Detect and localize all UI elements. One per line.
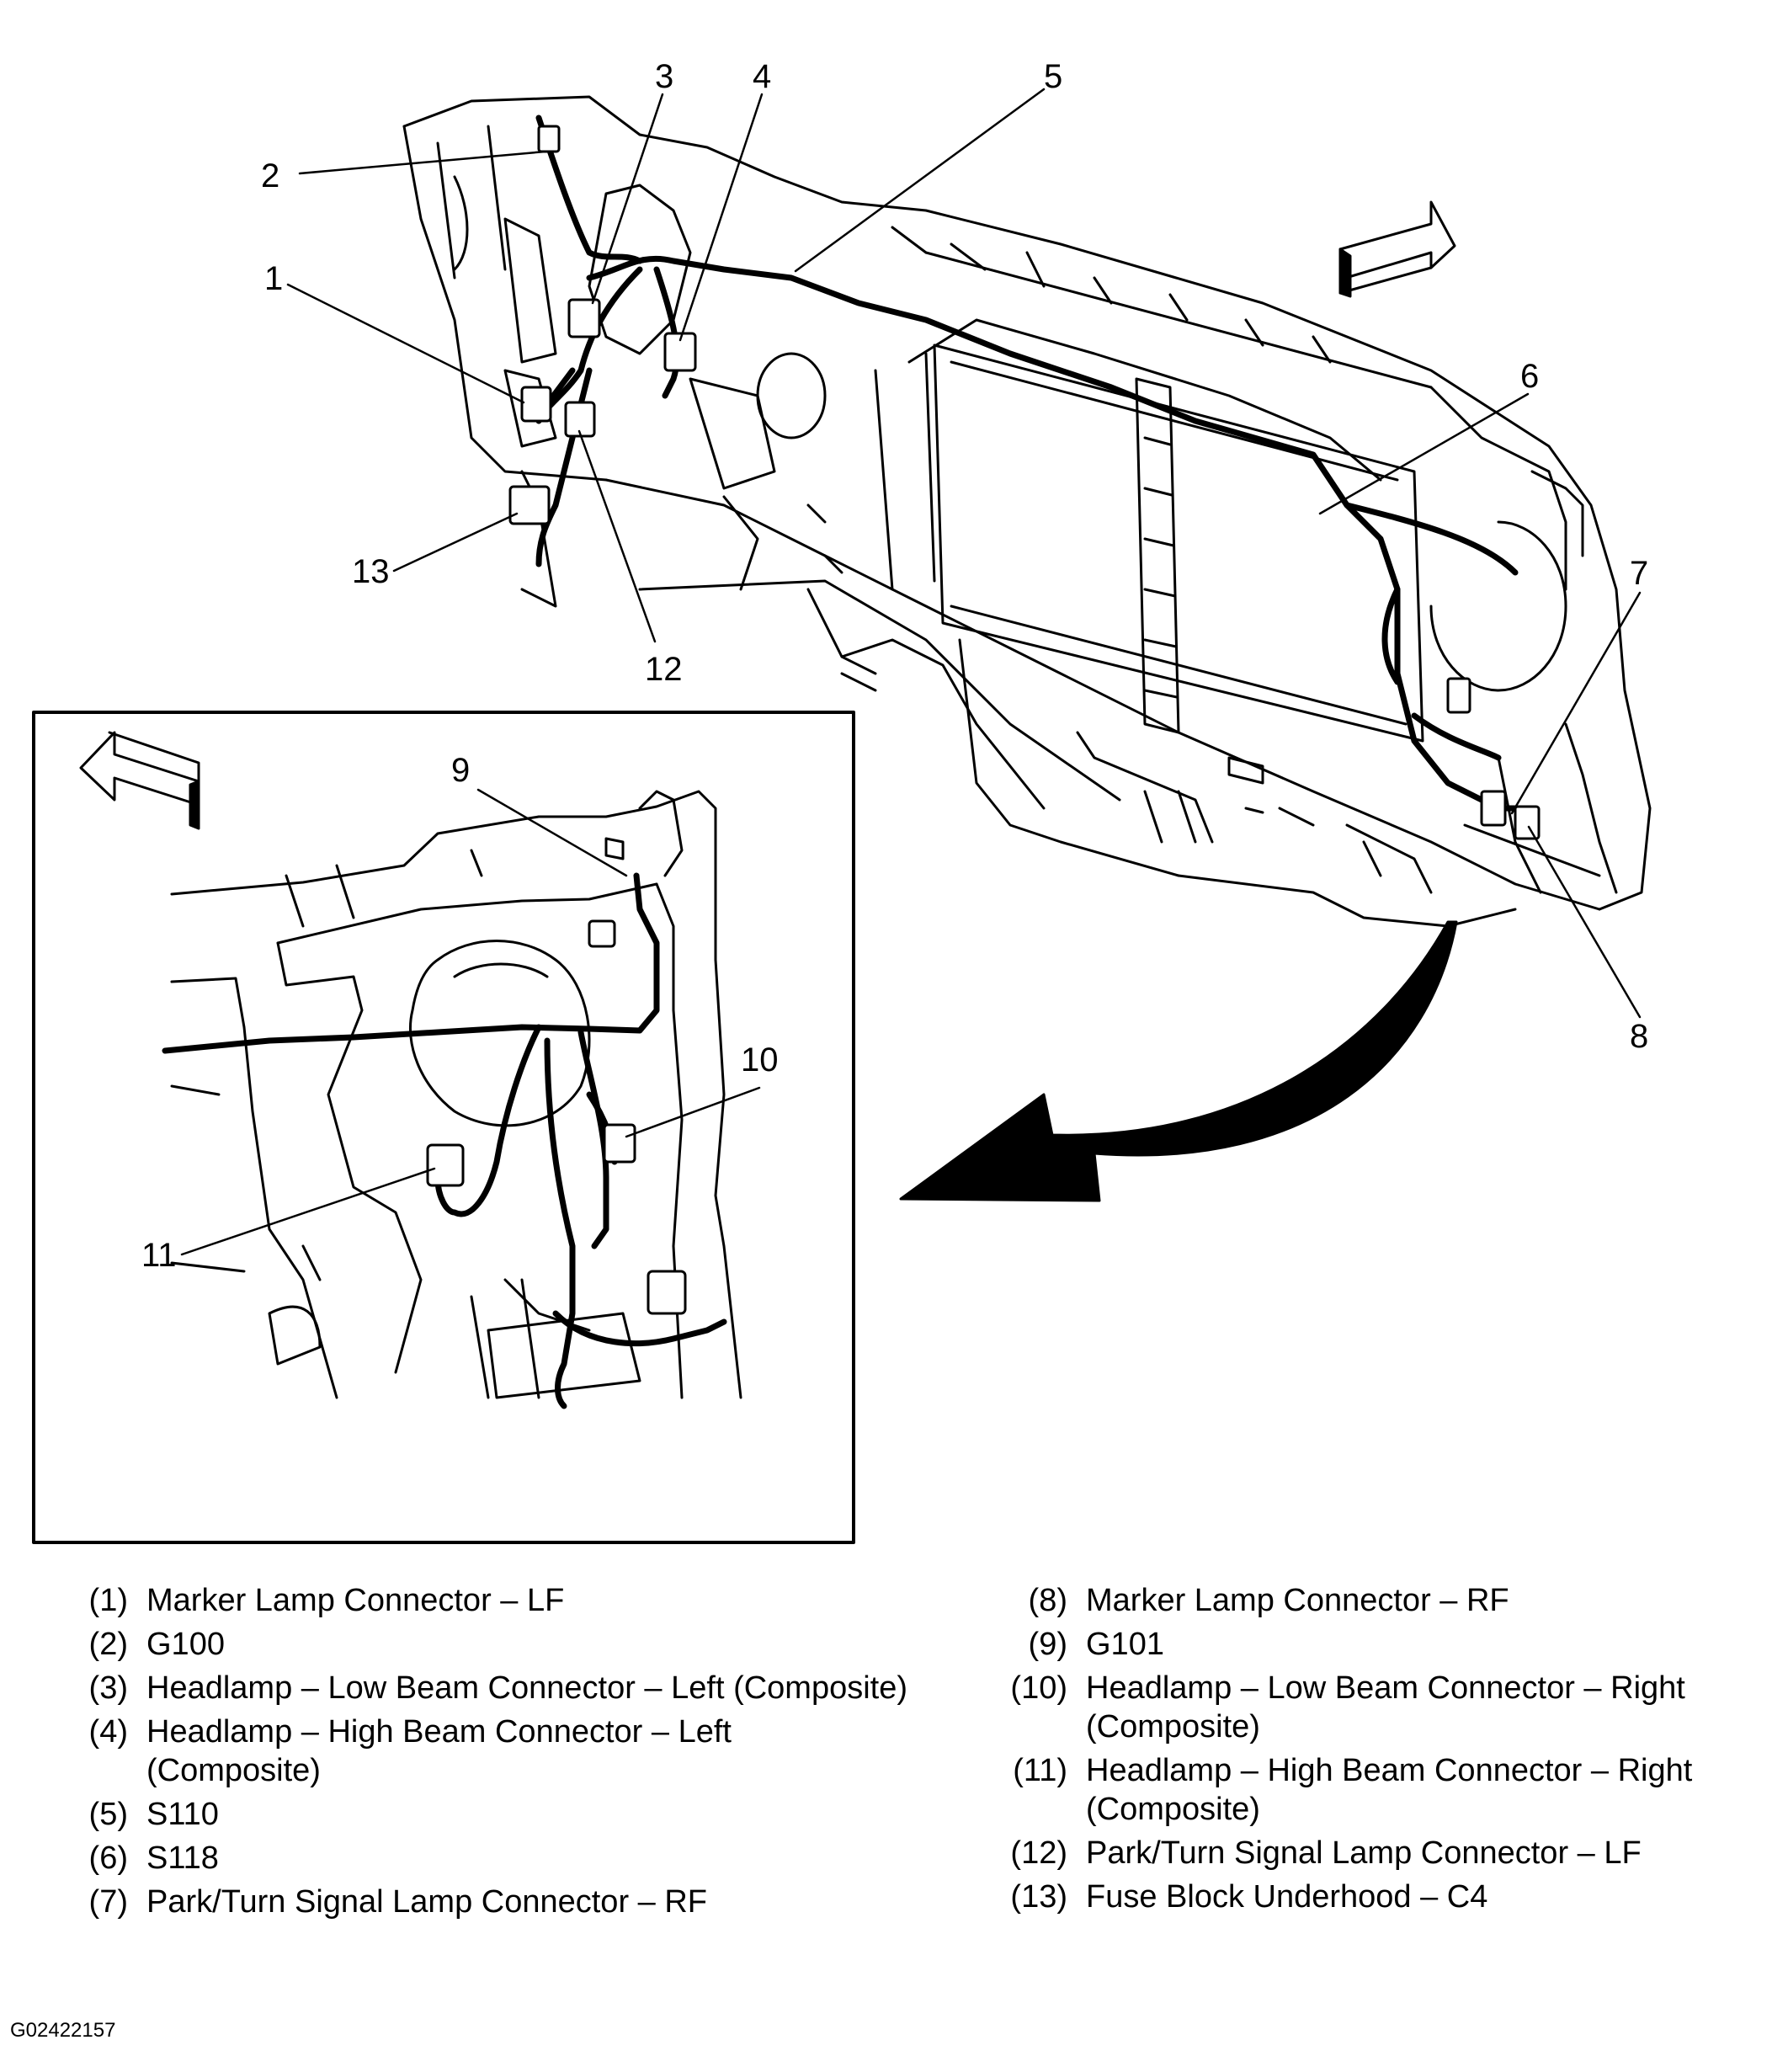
callout-8: 8 [1630, 1018, 1648, 1055]
callout-4: 4 [753, 58, 771, 95]
callout-1: 1 [264, 260, 283, 297]
legend-item: (5) S110 [51, 1795, 909, 1834]
legend-item-text: S110 [146, 1797, 219, 1832]
legend-item-number: (6) [88, 1840, 128, 1876]
legend-item-text: Headlamp – Low Beam Connector – Left (Co… [146, 1670, 908, 1706]
callout-11: 11 [141, 1237, 177, 1274]
legend-item: (2) G100 [51, 1625, 909, 1664]
legend-right: (8) Marker Lamp Connector – RF (9) G101 (10)… [990, 1581, 1764, 1921]
legend-item-text: Marker Lamp Connector – LF [146, 1583, 565, 1618]
inset-leader-lines [180, 788, 761, 1256]
curved-arrow-icon [899, 920, 1458, 1202]
legend-item-text: S118 [146, 1840, 219, 1876]
connectors-main [508, 125, 1541, 840]
callout-6: 6 [1520, 358, 1539, 395]
legend-item-text: Park/Turn Signal Lamp Connector – LF [1086, 1835, 1642, 1871]
legend-item-number: (4) [88, 1714, 128, 1750]
inset-direction-arrow-icon [79, 731, 200, 830]
callout-12: 12 [645, 651, 683, 688]
legend-left: (1) Marker Lamp Connector – LF (2) G100 (3) H… [51, 1581, 909, 1926]
legend-item-text: Headlamp – High Beam Connector – Right (… [1086, 1753, 1693, 1827]
inset-structure-illustration [170, 790, 742, 1399]
legend-item: (1) Marker Lamp Connector – LF [51, 1581, 909, 1620]
legend-item-text: Fuse Block Underhood – C4 [1086, 1879, 1488, 1915]
legend-item: (12) Park/Turn Signal Lamp Connector – LF [990, 1834, 1764, 1872]
callout-5: 5 [1044, 58, 1062, 95]
legend-item-number: (8) [1028, 1583, 1067, 1618]
legend-item-number: (1) [88, 1583, 128, 1618]
legend-item-text: G100 [146, 1627, 225, 1662]
legend-item: (9) G101 [990, 1625, 1764, 1664]
legend-item: (13) Fuse Block Underhood – C4 [990, 1878, 1764, 1916]
legend-item-number: (12) [1010, 1835, 1067, 1871]
legend-item: (4) Headlamp – High Beam Connector – Left… [51, 1712, 909, 1790]
figure-id: G02422157 [10, 2019, 116, 2042]
legend-item-text: Marker Lamp Connector – RF [1086, 1583, 1509, 1618]
legend-item-number: (10) [1010, 1670, 1067, 1706]
legend-item-number: (13) [1010, 1879, 1067, 1915]
legend-item: (8) Marker Lamp Connector – RF [990, 1581, 1764, 1620]
wiring-diagram: 1 2 3 4 5 6 7 8 9 10 11 12 13 [32, 58, 1652, 1544]
legend-item-text: Headlamp – High Beam Connector – Left (C… [146, 1714, 732, 1788]
callout-7: 7 [1630, 555, 1648, 592]
callout-10: 10 [741, 1041, 779, 1079]
legend-item-number: (11) [1013, 1753, 1067, 1788]
legend-item-number: (2) [88, 1627, 128, 1662]
callout-3: 3 [655, 58, 673, 95]
callouts: 1 2 3 4 5 6 7 8 9 10 11 12 13 [141, 58, 1648, 1274]
direction-arrow-icon [1338, 200, 1456, 298]
legend-item-number: (3) [88, 1670, 128, 1706]
legend-item: (10) Headlamp – Low Beam Connector – Righ… [990, 1669, 1764, 1746]
radiator-support-illustration [402, 95, 1652, 928]
wiring-harness-main [535, 115, 1535, 812]
connectors-inset [426, 919, 687, 1315]
legend-item: (7) Park/Turn Signal Lamp Connector – RF [51, 1883, 909, 1921]
callout-2: 2 [261, 157, 279, 194]
legend-item-number: (7) [88, 1884, 128, 1920]
leader-lines [286, 88, 1642, 1019]
legend-item-number: (9) [1028, 1627, 1067, 1662]
inset-detail-box [32, 711, 855, 1544]
legend-item-text: Park/Turn Signal Lamp Connector – RF [146, 1884, 708, 1920]
legend-item: (3) Headlamp – Low Beam Connector – Left … [51, 1669, 909, 1707]
wiring-harness-inset [162, 872, 727, 1409]
legend-item-number: (5) [88, 1797, 128, 1832]
legend-item: (6) S118 [51, 1839, 909, 1878]
callout-13: 13 [352, 553, 390, 590]
callout-9: 9 [451, 752, 470, 789]
legend-item-text: G101 [1086, 1627, 1164, 1662]
legend-item-text: Headlamp – Low Beam Connector – Right (C… [1086, 1670, 1685, 1744]
legend-item: (11) Headlamp – High Beam Connector – Rig… [990, 1751, 1764, 1829]
